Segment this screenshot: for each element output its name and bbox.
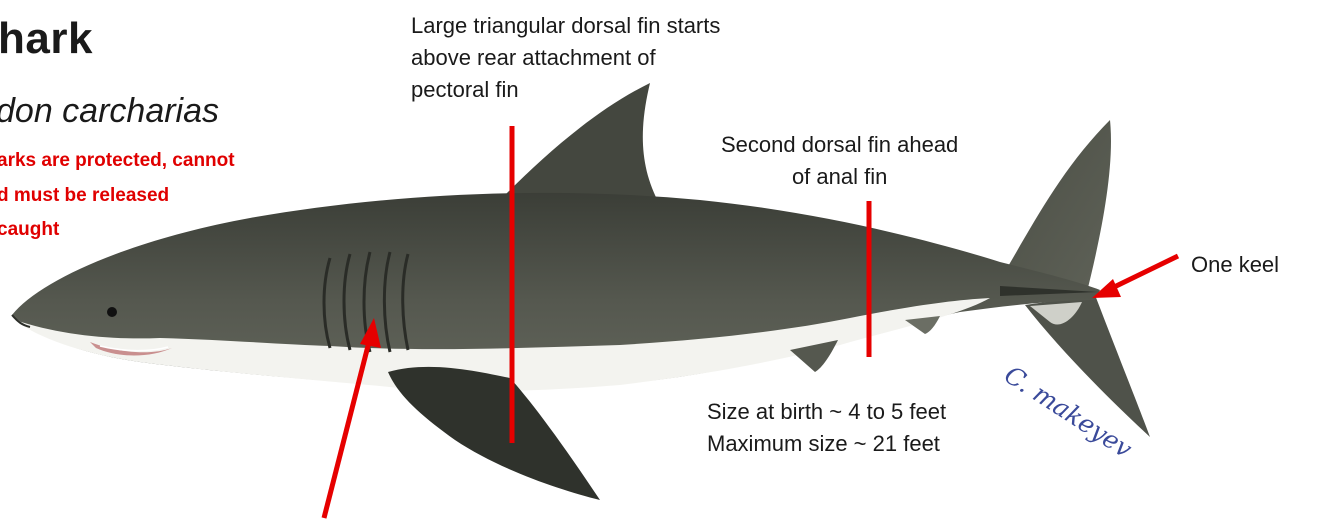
keel-arrow-shaft [1108,256,1178,290]
protection-note-line-3: caught [0,219,59,241]
dorsal-callout-line-2: above rear attachment of [411,42,720,74]
dorsal-callout-line-3: pectoral fin [411,74,720,106]
size-at-birth: Size at birth ~ 4 to 5 feet [707,396,946,428]
dorsal-callout-line-1: Large triangular dorsal fin starts [411,10,720,42]
keel-callout: One keel [1191,252,1279,278]
protection-note-line-2: d must be released [0,185,169,207]
dorsal-fin-callout: Large triangular dorsal fin starts above… [411,10,720,106]
second-dorsal-callout: Second dorsal fin ahead of anal fin [721,129,958,193]
second-callout-line-1: Second dorsal fin ahead [721,129,958,161]
second-callout-line-2: of anal fin [721,161,958,193]
scientific-name: don carcharias [0,92,219,131]
keel-arrow-head [1092,279,1121,298]
species-title: hark [0,14,93,64]
size-callout: Size at birth ~ 4 to 5 feet Maximum size… [707,396,946,460]
shark-eye [107,307,117,317]
maximum-size: Maximum size ~ 21 feet [707,428,946,460]
protection-note-line-1: arks are protected, cannot [0,150,235,172]
